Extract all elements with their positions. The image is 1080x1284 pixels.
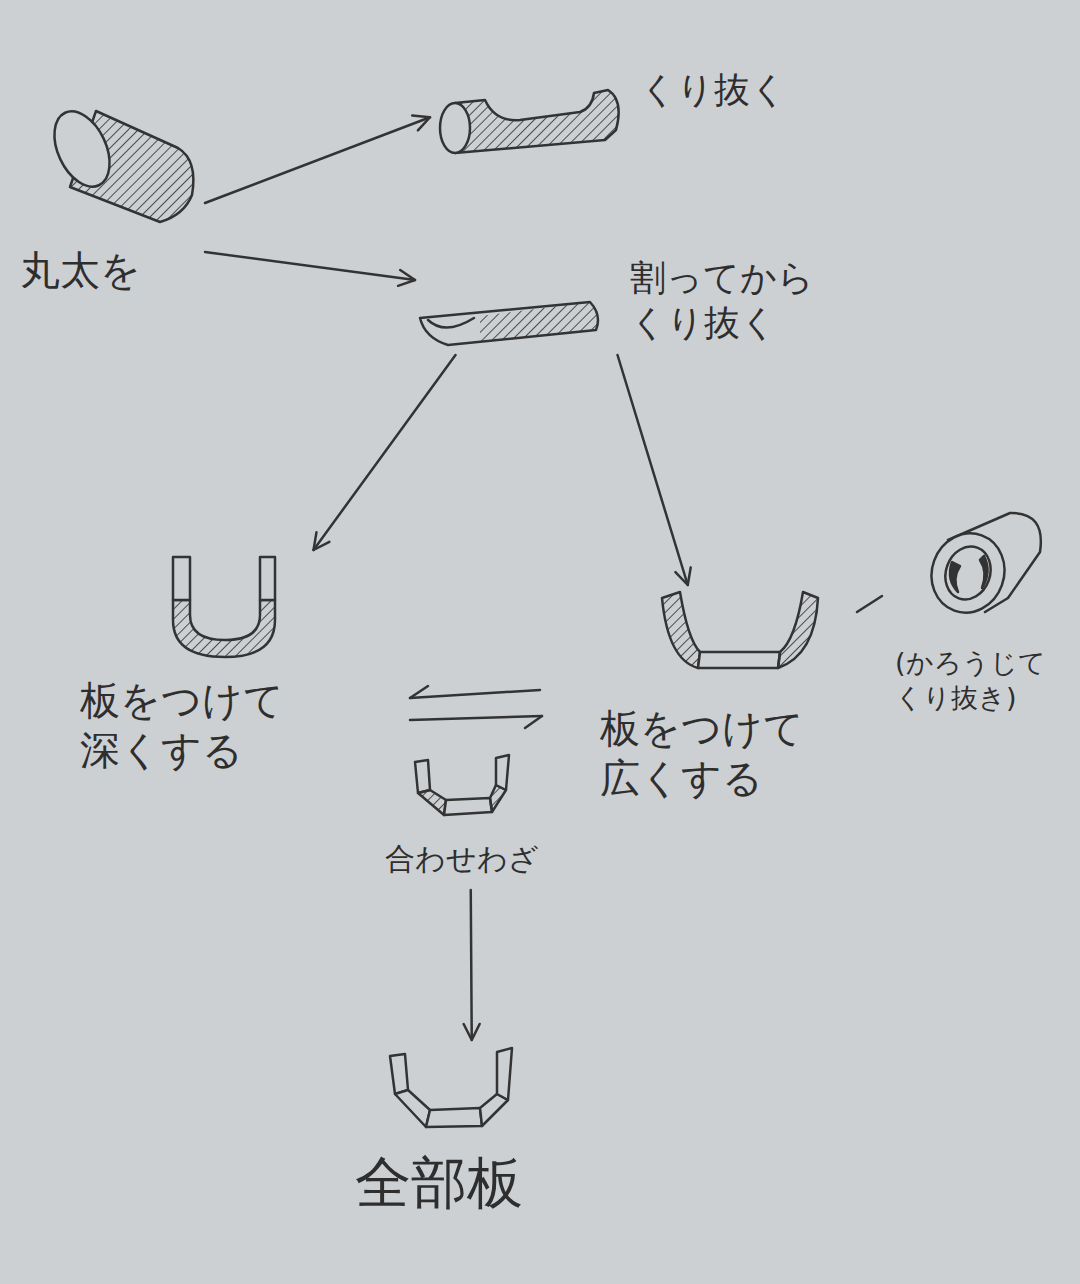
stage-node: 丸太を	[15, 105, 205, 301]
combine-arrows	[410, 686, 542, 728]
wide-boat-drawing	[662, 592, 818, 668]
stage-label: くり抜く	[640, 67, 787, 112]
stage-node: 割ってから くり抜く	[415, 255, 820, 355]
stage-label: 丸太を	[20, 245, 141, 295]
flow-arrow	[618, 355, 688, 585]
stage-node: 合わせわざ	[380, 750, 545, 890]
stage-node: くり抜く	[430, 65, 800, 160]
log-drawing	[43, 103, 193, 222]
plank-boat-drawing	[390, 1048, 512, 1127]
stage-label: 割ってから くり抜く	[630, 255, 814, 345]
flow-arrow	[205, 252, 415, 280]
split-log-drawing	[420, 302, 598, 345]
flow-arrow	[314, 355, 456, 550]
combined-boat-drawing	[415, 755, 509, 815]
note-label: (かろうじて くり抜き)	[895, 645, 1046, 715]
stage-label: 板をつけて 広くする	[600, 703, 804, 803]
stage-label: 合わせわざ	[385, 840, 539, 878]
flow-arrow	[205, 117, 430, 203]
hollowed-log-drawing	[440, 90, 619, 153]
flow-arrow	[471, 890, 472, 1040]
stage-node: 全部板	[345, 1040, 540, 1235]
stage-node: 板をつけて 深くする	[75, 550, 340, 800]
leader-line	[857, 596, 882, 612]
stage-label: 全部板	[355, 1148, 523, 1218]
deep-boat-drawing	[173, 557, 275, 657]
stage-label: 板をつけて 深くする	[80, 675, 284, 775]
cylinder-drawing	[920, 513, 1040, 623]
stage-node: 板をつけて 広くする	[595, 585, 860, 840]
